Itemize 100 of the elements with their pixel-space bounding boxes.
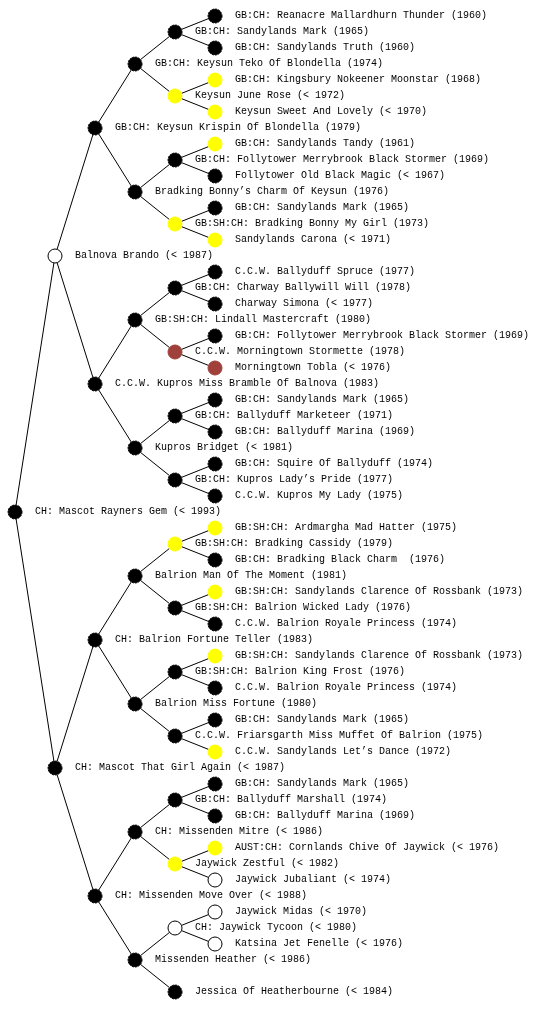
connector-line xyxy=(139,163,171,189)
connector-line xyxy=(181,290,209,302)
dog-name: Sandylands Carona (< 1971) xyxy=(235,234,392,246)
connector-line xyxy=(98,581,132,635)
connector-line xyxy=(181,466,209,478)
connector-line xyxy=(15,518,55,762)
dog-name: C.C.W. Balrion Royale Princess (1974) xyxy=(235,618,458,630)
connector-line xyxy=(181,402,209,414)
connector-line xyxy=(181,674,209,686)
dog-name: GB:CH: Charway Ballywill Will (1978) xyxy=(195,282,412,294)
connector-line xyxy=(56,134,94,250)
dog-name: GB:SH:CH: Bradking Cassidy (1979) xyxy=(195,538,394,550)
connector-line xyxy=(139,451,171,477)
dog-name: CH: Mascot Rayners Gem (< 1993) xyxy=(35,506,222,518)
connector-line xyxy=(56,262,94,378)
dog-name: C.C.W. Friarsgarth Miss Muffet Of Balrion (1975) xyxy=(195,730,484,742)
connector-line xyxy=(181,354,209,366)
connector-line xyxy=(181,930,209,942)
connector-line xyxy=(181,18,209,30)
connector-line xyxy=(98,901,132,955)
dog-name: C.C.W. Ballyduff Spruce (1977) xyxy=(235,266,416,278)
connector-line xyxy=(139,419,171,445)
dog-name: Katsina Jet Fenelle (< 1976) xyxy=(235,938,404,950)
dog-name: Balnova Brando (< 1987) xyxy=(75,250,214,262)
connector-line xyxy=(181,546,209,558)
connector-line xyxy=(56,646,94,762)
dog-name: GB:SH:CH: Balrion King Frost (1976) xyxy=(195,666,406,678)
connector-line xyxy=(98,325,132,379)
connector-line xyxy=(181,610,209,622)
connector-line xyxy=(181,530,209,542)
connector-line xyxy=(181,658,209,670)
connector-line xyxy=(98,645,132,699)
dog-name: GB:CH: Sandylands Tandy (1961) xyxy=(235,138,416,150)
dog-name: CH: Missenden Move Over (< 1988) xyxy=(115,890,308,902)
connector-line xyxy=(139,35,171,61)
dog-name: CH: Jaywick Tycoon (< 1980) xyxy=(195,922,358,934)
connector-line xyxy=(139,707,171,733)
dog-name: GB:CH: Sandylands Mark (1965) xyxy=(235,714,410,726)
dog-name: Balrion Man Of The Moment (1981) xyxy=(155,570,348,582)
connector-line xyxy=(181,226,209,238)
dog-name: GB:SH:CH: Balrion Wicked Lady (1976) xyxy=(195,602,412,614)
dog-name: Kupros Bridget (< 1981) xyxy=(155,442,294,454)
connector-line xyxy=(181,786,209,798)
dog-name: GB:CH: Ballyduff Marina (1969) xyxy=(235,810,416,822)
connector-line xyxy=(181,802,209,814)
connector-line xyxy=(98,133,132,187)
dog-name: Charway Simona (< 1977) xyxy=(235,298,374,310)
connector-line xyxy=(181,34,209,46)
dog-name: GB:CH: Kingsbury Nokeener Moonstar (1968) xyxy=(235,74,482,86)
dog-name: C.C.W. Kupros My Lady (1975) xyxy=(235,490,404,502)
connector-line xyxy=(181,850,209,862)
dog-name: AUST:CH: Cornlands Chive Of Jaywick (< 1976) xyxy=(235,842,500,854)
dog-name: Balrion Miss Fortune (1980) xyxy=(155,698,318,710)
dog-name: GB:CH: Keysun Teko Of Blondella (1974) xyxy=(155,58,384,70)
dog-name: GB:SH:CH: Ardmargha Mad Hatter (1975) xyxy=(235,522,458,534)
dog-name: C.C.W. Sandylands Let’s Dance (1972) xyxy=(235,746,452,758)
connector-line xyxy=(181,146,209,158)
dog-name: GB:CH: Sandylands Mark (1965) xyxy=(235,394,410,406)
connector-line xyxy=(181,866,209,878)
connector-line xyxy=(181,594,209,606)
connector-line xyxy=(139,547,171,573)
dog-name: GB:SH:CH: Sandylands Clarence Of Rossbank (1973) xyxy=(235,650,524,662)
connector-line xyxy=(139,291,171,317)
dog-name: GB:CH: Sandylands Mark (1965) xyxy=(195,26,370,38)
dog-name: GB:CH: Reanacre Mallardhurn Thunder (1960) xyxy=(235,10,488,22)
dog-name: GB:SH:CH: Lindall Mastercraft (1980) xyxy=(155,314,372,326)
connector-line xyxy=(181,162,209,174)
dog-name: Morningtown Tobla (< 1976) xyxy=(235,362,392,374)
connector-line xyxy=(139,579,171,605)
connector-line xyxy=(181,722,209,734)
connector-line xyxy=(181,914,209,926)
connector-line xyxy=(139,931,171,957)
dog-name: GB:CH: Ballyduff Marketeer (1971) xyxy=(195,410,394,422)
dog-name: Missenden Heather (< 1986) xyxy=(155,954,312,966)
dog-name: GB:CH: Follytower Merrybrook Black Stormer (1969) xyxy=(195,154,490,166)
dog-name: Jaywick Jubaliant (< 1974) xyxy=(235,874,392,886)
connector-line xyxy=(98,69,132,123)
connector-line xyxy=(139,195,171,221)
dog-name: GB:CH: Bradking Black Charm (1976) xyxy=(235,554,446,566)
dog-name: GB:CH: Follytower Merrybrook Black Stormer (1969) xyxy=(235,330,530,342)
connector-line xyxy=(181,482,209,494)
connector-line xyxy=(181,82,209,94)
connector-line xyxy=(181,210,209,222)
dog-name: GB:SH:CH: Bradking Bonny My Girl (1973) xyxy=(195,218,430,230)
dog-name: C.C.W. Kupros Miss Bramble Of Balnova (1983) xyxy=(115,378,380,390)
dog-name: CH: Mascot That Girl Again (< 1987) xyxy=(75,762,286,774)
dog-name: GB:CH: Ballyduff Marshall (1974) xyxy=(195,794,388,806)
connector-line xyxy=(98,837,132,891)
connector-line xyxy=(139,803,171,829)
dog-name: GB:CH: Squire Of Ballyduff (1974) xyxy=(235,458,434,470)
dog-name: Bradking Bonny’s Charm Of Keysun (1976) xyxy=(155,186,390,198)
dog-name: Follytower Old Black Magic (< 1967) xyxy=(235,170,446,182)
dog-name: GB:CH: Sandylands Truth (1960) xyxy=(235,42,416,54)
dog-name: GB:CH: Sandylands Mark (1965) xyxy=(235,202,410,214)
connector-line xyxy=(15,262,55,506)
dog-name: CH: Missenden Mitre (< 1986) xyxy=(155,826,324,838)
dog-name: C.C.W. Balrion Royale Princess (1974) xyxy=(235,682,458,694)
connector-line xyxy=(139,67,171,93)
connector-line xyxy=(139,323,171,349)
dog-name: GB:CH: Kupros Lady’s Pride (1977) xyxy=(195,474,394,486)
